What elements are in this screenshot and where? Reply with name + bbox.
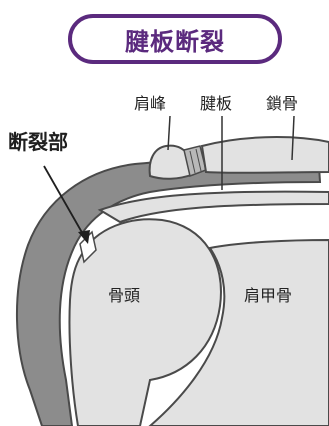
label-tear-site: 断裂部: [8, 132, 68, 152]
label-clavicle: 鎖骨: [266, 96, 298, 112]
title-pill: 腱板断裂: [68, 14, 282, 64]
diagram-title: 腱板断裂: [125, 22, 225, 57]
label-humeral-head: 骨頭: [108, 288, 140, 304]
clavicle-bone: [202, 137, 329, 173]
label-scapula: 肩甲骨: [244, 288, 292, 304]
label-acromion: 肩峰: [134, 96, 166, 112]
label-rotator-cuff: 腱板: [200, 96, 232, 112]
